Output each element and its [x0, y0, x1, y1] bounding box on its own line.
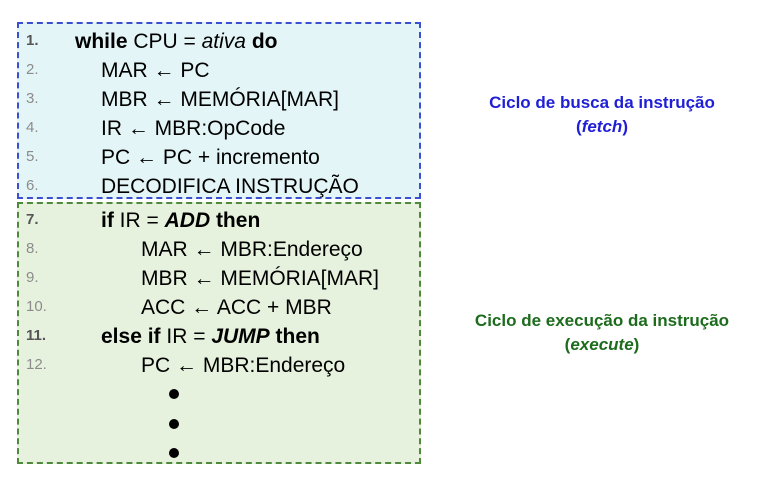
code-token: MBR ← MEMÓRIA[MAR] [141, 267, 380, 290]
code-token: ADD [164, 209, 211, 232]
code-text: if IR = ADD then [101, 206, 260, 235]
line-number: 10. [26, 298, 47, 315]
code-token: if [101, 209, 114, 232]
code-token: IR = [113, 209, 165, 232]
code-line: 12. PC ← MBR:Endereço [19, 351, 419, 380]
code-text: while CPU = ativa do [75, 27, 277, 56]
code-line: 4. IR ← MBR:OpCode [19, 114, 419, 143]
ellipsis-dot [169, 448, 179, 458]
code-line: 10. ACC ← ACC + MBR [19, 293, 419, 322]
ellipsis-dot [169, 389, 179, 399]
line-number: 1. [26, 32, 39, 49]
code-token: ACC ← ACC + MBR [141, 296, 332, 319]
code-token: MAR ← PC [101, 59, 210, 82]
code-token: MBR ← MEMÓRIA[MAR] [101, 88, 340, 111]
code-line: 6. DECODIFICA INSTRUÇÃO [19, 172, 419, 201]
code-token: then [269, 325, 320, 348]
code-line: 2. MAR ← PC [19, 56, 419, 85]
line-number: 12. [26, 356, 47, 373]
code-token: then [210, 209, 261, 232]
line-number: 11. [26, 327, 47, 344]
code-token: IR ← MBR:OpCode [101, 117, 286, 140]
code-token: else if [101, 325, 161, 348]
line-number: 2. [26, 61, 39, 78]
execute-cycle-box: 7. if IR = ADD then 8. MAR ← MBR:Endereço 9.… [17, 202, 421, 464]
line-number: 6. [26, 177, 39, 194]
execute-label-term: (execute) [564, 335, 640, 354]
code-line: 9. MBR ← MEMÓRIA[MAR] [19, 264, 419, 293]
line-number: 7. [26, 211, 39, 228]
code-line: 3. MBR ← MEMÓRIA[MAR] [19, 85, 419, 114]
fetch-label-title: Ciclo de busca da instrução [489, 93, 715, 112]
code-line: 5. PC ← PC + incremento [19, 143, 419, 172]
fetch-cycle-label: Ciclo de busca da instrução (fetch) [432, 91, 772, 139]
line-number: 8. [26, 240, 39, 257]
code-text: PC ← MBR:Endereço [141, 351, 345, 380]
code-token: DECODIFICA INSTRUÇÃO [101, 175, 359, 198]
execute-cycle-label: Ciclo de execução da instrução (execute) [432, 309, 772, 357]
code-token: MAR ← MBR:Endereço [141, 238, 363, 261]
line-number: 3. [26, 90, 39, 107]
line-number: 9. [26, 269, 39, 286]
code-line: 8. MAR ← MBR:Endereço [19, 235, 419, 264]
line-number: 5. [26, 148, 39, 165]
code-text: PC ← PC + incremento [101, 143, 320, 172]
fetch-label-term: (fetch) [576, 117, 628, 136]
code-token: ativa [201, 30, 246, 53]
code-token: IR = [160, 325, 212, 348]
code-token: do [245, 30, 278, 53]
code-line: 11. else if IR = JUMP then [19, 322, 419, 351]
code-token: CPU = [127, 30, 202, 53]
code-text: MBR ← MEMÓRIA[MAR] [101, 85, 339, 114]
code-text: else if IR = JUMP then [101, 322, 320, 351]
code-token: JUMP [211, 325, 270, 348]
code-text: MAR ← MBR:Endereço [141, 235, 363, 264]
code-line: 1. while CPU = ativa do [19, 27, 419, 56]
code-text: IR ← MBR:OpCode [101, 114, 285, 143]
code-token: while [75, 30, 128, 53]
code-text: MBR ← MEMÓRIA[MAR] [141, 264, 379, 293]
fetch-cycle-box: 1. while CPU = ativa do 2. MAR ← PC 3. MBR ← … [17, 22, 421, 199]
code-text: DECODIFICA INSTRUÇÃO [101, 172, 359, 201]
code-line: 7. if IR = ADD then [19, 206, 419, 235]
execute-label-title: Ciclo de execução da instrução [474, 311, 730, 330]
line-number: 4. [26, 119, 39, 136]
ellipsis-dot [169, 419, 179, 429]
code-text: MAR ← PC [101, 56, 210, 85]
code-token: PC ← MBR:Endereço [141, 354, 346, 377]
code-text: ACC ← ACC + MBR [141, 293, 332, 322]
code-token: PC ← PC + incremento [101, 146, 320, 169]
